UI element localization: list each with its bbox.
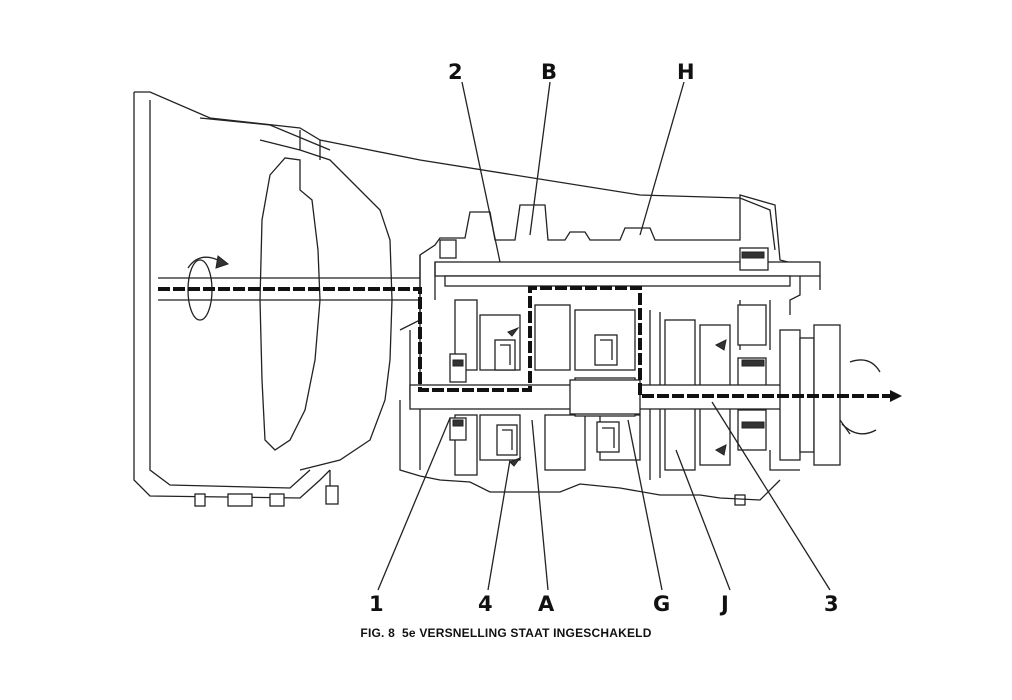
callout-B: B — [541, 60, 557, 84]
callout-A: A — [538, 592, 555, 616]
housing-bolts — [194, 485, 746, 507]
callout-G: G — [653, 592, 670, 616]
power-flow-path — [158, 286, 902, 402]
figure-title: 5e VERSNELLING STAAT INGESCHAKELD — [402, 626, 652, 640]
callout-2: 2 — [448, 60, 463, 84]
clutch-housing — [133, 91, 776, 500]
callout-1: 1 — [369, 592, 384, 616]
callout-4: 4 — [478, 592, 493, 616]
synchronizers — [494, 334, 620, 456]
figure-caption: FIG. 8 5e VERSNELLING STAAT INGESCHAKELD — [0, 626, 1012, 640]
bearings — [439, 239, 769, 451]
direction-arrows — [507, 326, 727, 467]
callout-H: H — [677, 60, 695, 84]
leader-lines — [377, 81, 831, 591]
figure-number: FIG. 8 — [360, 626, 395, 640]
callout-J: J — [719, 592, 729, 616]
callout-3: 3 — [824, 592, 839, 616]
